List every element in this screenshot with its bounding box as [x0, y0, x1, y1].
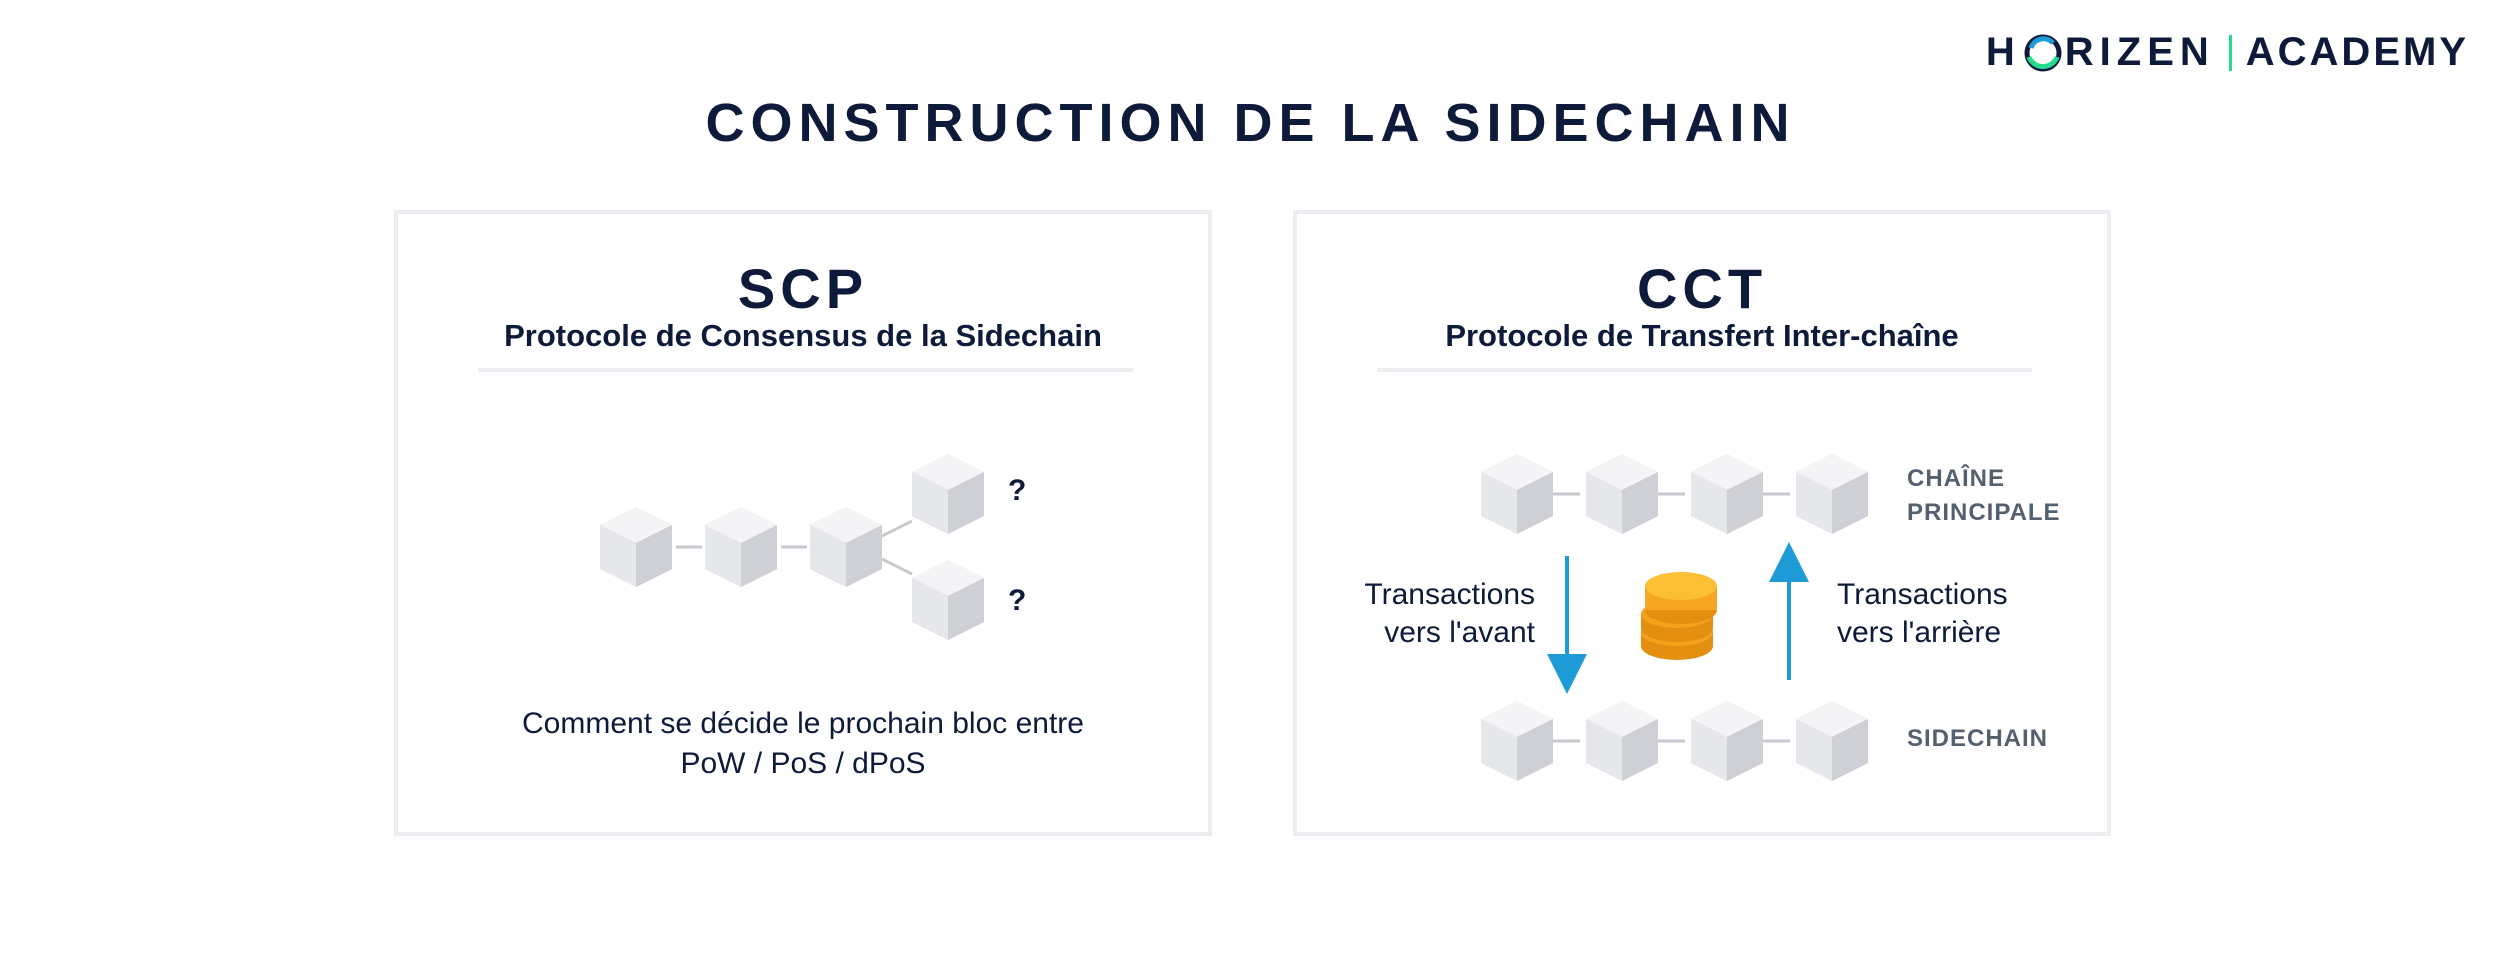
mainchain-label: CHAÎNE PRINCIPALE	[1907, 462, 2061, 530]
scp-block-1	[600, 507, 672, 587]
coin-stack-icon	[1641, 572, 1717, 660]
scp-caption-line-2: PoW / PoS / dPoS	[680, 747, 926, 780]
scp-heading: SCP	[737, 257, 869, 320]
horizen-o-icon	[2024, 34, 2062, 71]
fork-question-mark-top: ?	[1008, 474, 1027, 507]
mainchain-block-4	[1796, 454, 1868, 534]
mainchain-label-line-1: CHAÎNE	[1907, 465, 2006, 492]
horizen-wordmark: H RIZEN	[1986, 30, 2215, 75]
cct-panel: CCT Protocole de Transfert Inter-chaîne	[1293, 210, 2111, 836]
scp-fork-up	[881, 519, 913, 538]
cct-subtitle: Protocole de Transfert Inter-chaîne	[1445, 318, 1959, 353]
mainchain-block-2	[1586, 454, 1658, 534]
scp-divider	[478, 368, 1133, 372]
logo-letter-h: H	[1985, 30, 2021, 74]
sidechain-block-2	[1586, 701, 1658, 781]
sidechain-block-3	[1691, 701, 1763, 781]
sidechain-block-4	[1796, 701, 1868, 781]
scp-panel: SCP Protocole de Consensus de la Sidecha…	[394, 210, 1212, 836]
scp-fork-down	[881, 557, 913, 576]
forward-transfer-line-1: Transactions	[1364, 578, 1535, 611]
sidechain-block-1	[1481, 701, 1553, 781]
scp-fork-block-bottom	[912, 560, 984, 640]
horizen-academy-logo: H RIZEN ACADEMY	[1986, 30, 2469, 75]
mainchain-block-1	[1481, 454, 1553, 534]
scp-fork-diagram	[600, 454, 984, 640]
forward-transfer-label: Transactions vers l'avant	[1337, 576, 1535, 652]
logo-academy: ACADEMY	[2245, 30, 2469, 74]
backward-transfer-line-2: vers l'arrière	[1837, 616, 2002, 649]
scp-subtitle: Protocole de Consensus de la Sidechain	[504, 318, 1102, 353]
scp-block-2	[705, 507, 777, 587]
backward-transfer-label: Transactions vers l'arrière	[1837, 576, 2077, 652]
scp-caption-line-1: Comment se décide le prochain bloc entre	[522, 707, 1084, 740]
sidechain-label: SIDECHAIN	[1907, 725, 2049, 752]
fork-question-mark-bottom: ?	[1008, 584, 1027, 617]
cct-transfer-diagram	[1481, 454, 1868, 781]
mainchain-block-3	[1691, 454, 1763, 534]
scp-fork-block-top	[912, 454, 984, 534]
cct-divider	[1377, 368, 2032, 372]
cct-heading: CCT	[1636, 257, 1768, 320]
backward-transfer-line-1: Transactions	[1837, 578, 2008, 611]
logo-divider	[2228, 34, 2232, 71]
logo-rizen: RIZEN	[2064, 30, 2215, 74]
scp-caption: Comment se décide le prochain bloc entre…	[398, 704, 1208, 784]
forward-transfer-line-2: vers l'avant	[1384, 616, 1535, 649]
page-title: CONSTRUCTION DE LA SIDECHAIN	[705, 93, 1796, 153]
scp-block-3	[810, 507, 882, 587]
mainchain-label-line-2: PRINCIPALE	[1907, 499, 2061, 526]
